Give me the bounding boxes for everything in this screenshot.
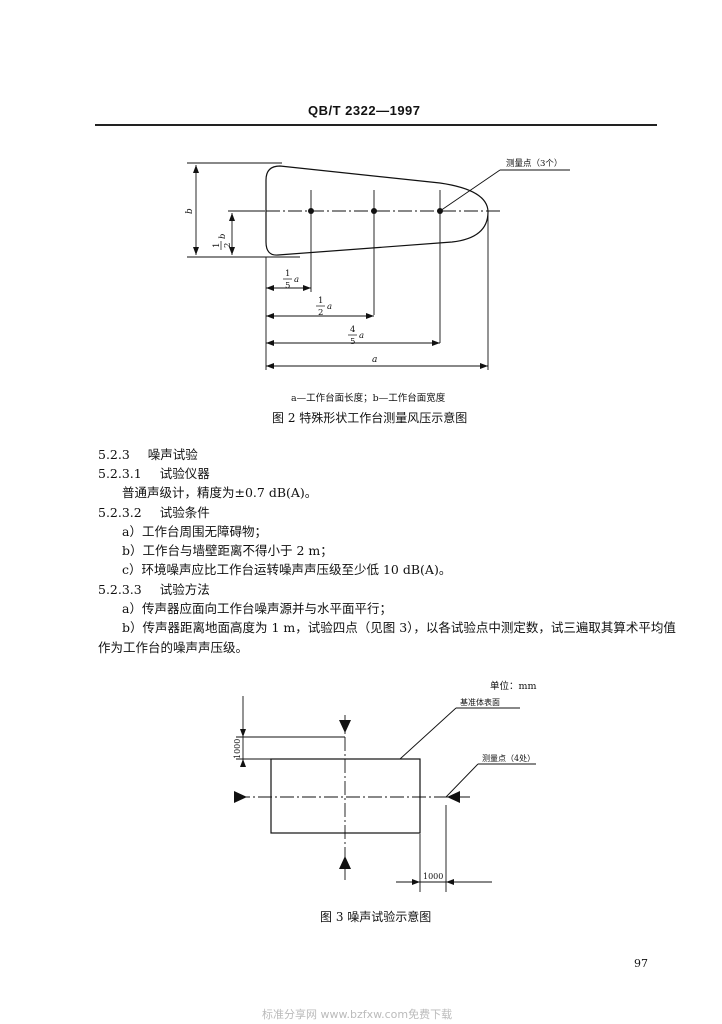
measurement-point-left: [234, 791, 247, 803]
reference-body: [270, 758, 421, 834]
dim-fifth-den: 5: [285, 281, 290, 291]
list-item: b）工作台与墙壁距离不得小于 2 m；: [122, 543, 333, 558]
section-5-2-3-1-heading: 5.2.3.1 试验仪器: [98, 466, 210, 482]
list-item: c）环境噪声应比工作台运转噪声声压级至少低 10 dB(A)。: [122, 562, 452, 577]
dim-vertical-label: 1000: [233, 739, 242, 759]
dim-fifth-num: 1: [285, 269, 290, 279]
dim-half-b-num: 1: [212, 243, 222, 248]
section-title: 试验仪器: [159, 466, 210, 481]
dim-45-var: a: [359, 331, 364, 341]
section-number: 5.2.3.3: [98, 582, 142, 597]
dim-45-num: 4: [350, 325, 355, 335]
figure-3-caption: 图 3 噪声试验示意图: [320, 910, 432, 924]
dim-half-num: 1: [318, 296, 323, 306]
measurement-point-top: [339, 720, 351, 733]
section-number: 5.2.3: [98, 447, 130, 462]
list-item: b）传声器距离地面高度为 1 m，试验四点（见图 3），以各试验点中测定数，试三…: [122, 620, 676, 635]
section-title: 试验方法: [159, 582, 210, 597]
dim-b-label: b: [185, 208, 195, 214]
section-5-2-3-3-heading: 5.2.3.3 试验方法: [98, 582, 210, 598]
dim-a-label: a: [372, 355, 377, 365]
dim-half-b-den: 2: [223, 243, 233, 248]
surface-label: 基准体表面: [460, 697, 500, 707]
footer-watermark: 标准分享网 www.bzfxw.com免费下载: [262, 1008, 453, 1021]
workbench-outline: [265, 165, 489, 256]
section-5-2-3-1-body: 普通声级计，精度为±0.7 dB(A)。: [122, 485, 318, 500]
measurement-point: [437, 208, 443, 214]
list-item-continuation: 作为工作台的噪声声压级。: [98, 640, 249, 655]
document-code: QB/T 2322—1997: [308, 103, 421, 118]
measurement-point: [371, 208, 377, 214]
dim-horizontal-label: 1000: [423, 872, 443, 881]
measurement-point-bottom: [339, 856, 351, 869]
figure-2-caption: 图 2 特殊形状工作台测量风压示意图: [272, 411, 468, 425]
dim-fifth-var: a: [294, 275, 299, 285]
dim-half-den: 2: [318, 308, 323, 318]
callout-label: 测量点（3个）: [506, 158, 562, 169]
section-5-2-3-2-heading: 5.2.3.2 试验条件: [98, 505, 210, 521]
section-5-2-3-heading: 5.2.3 噪声试验: [98, 447, 198, 463]
figure-2-diagram: 测量点（3个） b 1 2 b 1 5 a 1 2 a 4 5 a a: [185, 158, 570, 370]
section-title: 噪声试验: [147, 447, 198, 462]
section-number: 5.2.3.1: [98, 466, 142, 481]
dim-45-den: 5: [350, 337, 355, 347]
unit-label: 单位：mm: [490, 681, 537, 692]
section-title: 试验条件: [159, 505, 210, 520]
header-rule: [95, 124, 657, 126]
dim-half-b-var: b: [218, 234, 228, 239]
figure-2-legend: a—工作台面长度；b—工作台面宽度: [291, 393, 446, 404]
points-label: 测量点（4处）: [482, 753, 535, 763]
measurement-point: [308, 208, 314, 214]
list-item: a）工作台周围无障碍物；: [122, 524, 267, 539]
section-number: 5.2.3.2: [98, 505, 142, 520]
figure-3-diagram: 基准体表面 测量点（4处） 1000 1000: [233, 696, 536, 892]
dim-half-var: a: [327, 302, 332, 312]
measurement-point-right: [447, 791, 460, 803]
page-number: 97: [634, 957, 648, 970]
list-item: a）传声器应面向工作台噪声源并与水平面平行；: [122, 601, 392, 616]
